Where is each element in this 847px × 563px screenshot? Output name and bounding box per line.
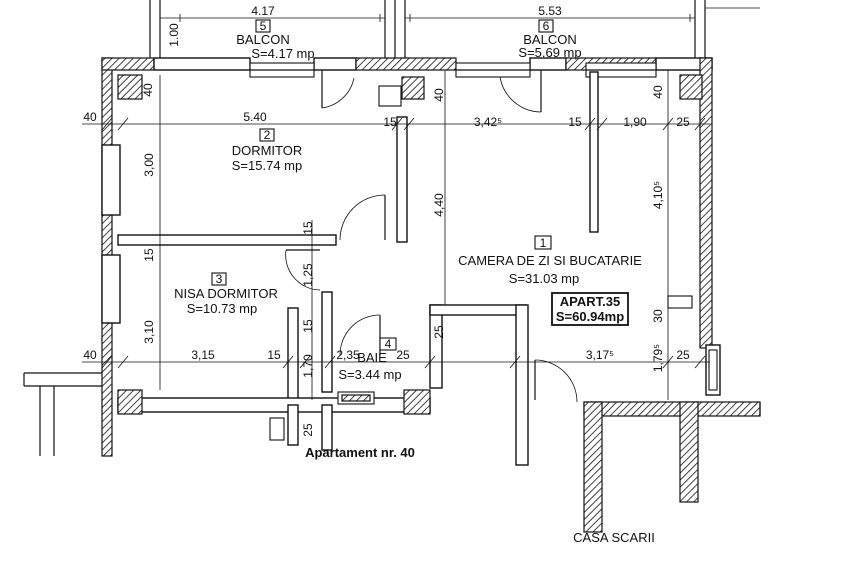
dim-right-low-wall: 25 <box>676 348 690 362</box>
balcony-right-length: 5.53 <box>538 4 562 18</box>
balcony-left-name: BALCON <box>236 32 289 47</box>
balcony-left-length: 4.17 <box>251 4 275 18</box>
nook-number: 3 <box>216 272 223 286</box>
dim-corridor-170: 1,70 <box>301 354 315 378</box>
dimension-ticks <box>101 117 706 369</box>
dim-right-height: 4,10⁵ <box>651 181 665 209</box>
bedroom-name: DORMITOR <box>232 143 303 158</box>
dim-gap-15-c: 15 <box>267 348 281 362</box>
balcony-right-name: BALCON <box>523 32 576 47</box>
neighbor-apartment-label: Apartament nr. 40 <box>305 445 415 460</box>
nook-area: S=10.73 mp <box>187 301 257 316</box>
bedroom-labels: 2 DORMITOR S=15.74 mp <box>232 128 303 173</box>
apartment-title: APART.35 <box>560 294 620 309</box>
living-labels: 1 CAMERA DE ZI SI BUCATARIE S=31.03 mp <box>458 235 642 286</box>
balcony-right-area: S=5.69 mp <box>518 45 581 60</box>
dim-gap-15-a: 15 <box>383 115 397 129</box>
dim-stair-width: 3,17⁵ <box>586 348 614 362</box>
dim-gap-15-b: 15 <box>568 115 582 129</box>
apartment-area: S=60.94mp <box>556 309 624 324</box>
nook-labels: 3 NISA DORMITOR S=10.73 mp <box>174 272 278 316</box>
balcony-structure <box>149 0 760 58</box>
dimension-lines <box>82 70 710 400</box>
exterior-walls <box>101 57 713 457</box>
dim-bedroom-width: 5.40 <box>243 110 267 124</box>
dim-bath-wall: 25 <box>396 348 410 362</box>
dim-door-15-bottom: 15 <box>301 319 315 333</box>
dim-door-125: 1,25 <box>301 263 315 287</box>
dim-wall-25-mid: 25 <box>432 325 446 339</box>
stairwell-label: CASA SCARII <box>573 530 655 545</box>
living-number: 1 <box>540 236 547 250</box>
bedroom-area: S=15.74 mp <box>232 158 302 173</box>
dim-wall-mid-top: 40 <box>432 88 446 102</box>
stairwell <box>583 401 761 533</box>
dim-door-15-top: 15 <box>301 221 315 235</box>
balcony-depth: 1.00 <box>167 23 181 47</box>
bath-labels: 4 BAIE S=3.44 mp <box>338 337 401 382</box>
balcony-left-labels: 4.17 5 BALCON S=4.17 mp 1.00 <box>167 4 315 61</box>
dimension-texts: 40 5.40 15 3,42⁵ 15 1,90 25 40 40 40 3,0… <box>83 83 690 437</box>
dim-left-margin-top: 40 <box>83 110 97 124</box>
bath-area: S=3.44 mp <box>338 367 401 382</box>
living-name: CAMERA DE ZI SI BUCATARIE <box>458 253 642 268</box>
dim-right-width: 1,90 <box>623 115 647 129</box>
dim-box-30: 30 <box>651 309 665 323</box>
bath-number: 4 <box>385 337 392 351</box>
dim-corridor-height: 4,40 <box>432 193 446 217</box>
bath-name: BAIE <box>357 350 387 365</box>
apartment-box: APART.35 S=60.94mp <box>551 292 629 326</box>
dim-wall-25-low: 25 <box>301 423 315 437</box>
dim-nook-width: 3,15 <box>191 348 215 362</box>
dim-bath-width: 2,35 <box>336 348 360 362</box>
dim-right-wall: 25 <box>676 115 690 129</box>
dim-nook-height: 3,10 <box>142 320 156 344</box>
dim-wall-top-left: 40 <box>141 83 155 97</box>
dim-living-width: 3,42⁵ <box>474 115 502 129</box>
dim-wall-right-top: 40 <box>651 85 665 99</box>
balcony-right-number: 6 <box>543 19 550 33</box>
interior-walls <box>23 71 721 466</box>
nook-name: NISA DORMITOR <box>174 286 278 301</box>
living-area: S=31.03 mp <box>509 271 579 286</box>
dim-gap-15-left: 15 <box>142 248 156 262</box>
dim-bedroom-height: 3,00 <box>142 153 156 177</box>
balcony-right-labels: 5.53 6 BALCON S=5.69 mp <box>518 4 581 60</box>
dim-left-margin-bottom: 40 <box>83 348 97 362</box>
bedroom-number: 2 <box>264 128 271 142</box>
windows <box>249 62 657 78</box>
balcony-left-number: 5 <box>260 19 267 33</box>
balcony-left-area: S=4.17 mp <box>251 46 314 61</box>
dim-right-low-height: 1,79⁵ <box>651 344 665 372</box>
